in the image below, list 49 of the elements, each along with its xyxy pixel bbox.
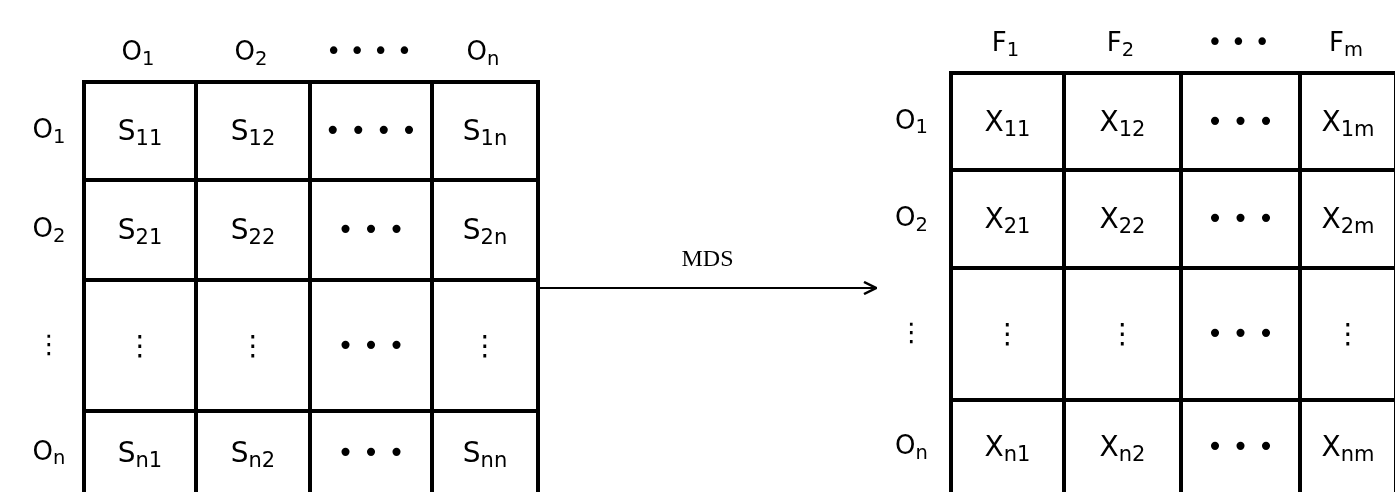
- matrix-entry: • • •: [1206, 320, 1275, 348]
- matrix-entry: X$_{12}$: [1099, 107, 1146, 136]
- matrix-entry: • • •: [1206, 433, 1275, 461]
- matrix-entry: S$_{22}$: [230, 216, 276, 244]
- matrix-entry: ⋮: [239, 331, 267, 360]
- matrix-entry: ⋮: [1334, 320, 1362, 348]
- matrix-entry: S$_{12}$: [230, 117, 276, 145]
- column-label: O$_{n}$: [466, 38, 500, 64]
- matrix-entry: X$_{n2}$: [1099, 433, 1146, 461]
- row-label: O$_{1}$: [895, 106, 928, 133]
- matrix-entry: S$_{1n}$: [462, 117, 508, 145]
- matrix-entry: ⋮: [993, 320, 1022, 348]
- row-label: O$_{2}$: [32, 215, 66, 241]
- row-label: O$_{1}$: [32, 116, 66, 142]
- matrix-entry: X$_{21}$: [984, 205, 1031, 233]
- matrix-entry: X$_{1m}$: [1321, 107, 1375, 136]
- matrix-entry: • • •: [337, 216, 405, 244]
- matrix-entry: • • •: [1206, 107, 1275, 136]
- matrix-entry: S$_{n2}$: [230, 438, 276, 467]
- row-label: O$_{n}$: [32, 437, 66, 464]
- column-label: • • •: [1207, 29, 1270, 55]
- matrix-entry: • • •: [1206, 205, 1275, 233]
- matrix-entry: S$_{n1}$: [117, 438, 163, 467]
- column-label: F$_{1}$: [991, 29, 1020, 55]
- arrow: [538, 280, 878, 296]
- row-label: ⋮: [36, 330, 62, 357]
- matrix-entry: ⋮: [1108, 320, 1137, 348]
- matrix-entry: X$_{nm}$: [1321, 433, 1375, 461]
- matrix-entry: • • •: [337, 331, 405, 360]
- matrix-entry: ⋮: [126, 331, 154, 360]
- column-label: O$_{2}$: [234, 38, 268, 64]
- row-label: ⋮: [898, 319, 925, 345]
- column-label: F$_{m}$: [1329, 29, 1363, 55]
- row-label: O$_{2}$: [895, 204, 928, 230]
- column-label: F$_{2}$: [1106, 29, 1135, 55]
- matrix-entry: S$_{nn}$: [462, 438, 508, 467]
- matrix-entry: X$_{2m}$: [1321, 205, 1375, 233]
- matrix-entry: S$_{2n}$: [462, 216, 508, 244]
- matrix-entry: • • •: [337, 438, 405, 467]
- column-label: • • • •: [325, 38, 413, 64]
- matrix-entry: ⋮: [471, 331, 499, 360]
- matrix-entry: S$_{11}$: [117, 117, 163, 145]
- row-label: O$_{n}$: [895, 432, 928, 458]
- matrix-entry: X$_{n1}$: [984, 433, 1031, 461]
- matrix-entry: X$_{22}$: [1099, 205, 1146, 233]
- column-label: O$_{1}$: [121, 38, 155, 64]
- matrix-entry: X$_{11}$: [984, 107, 1031, 136]
- matrix-entry: S$_{21}$: [117, 216, 163, 244]
- matrix-entry: • • • •: [324, 117, 418, 145]
